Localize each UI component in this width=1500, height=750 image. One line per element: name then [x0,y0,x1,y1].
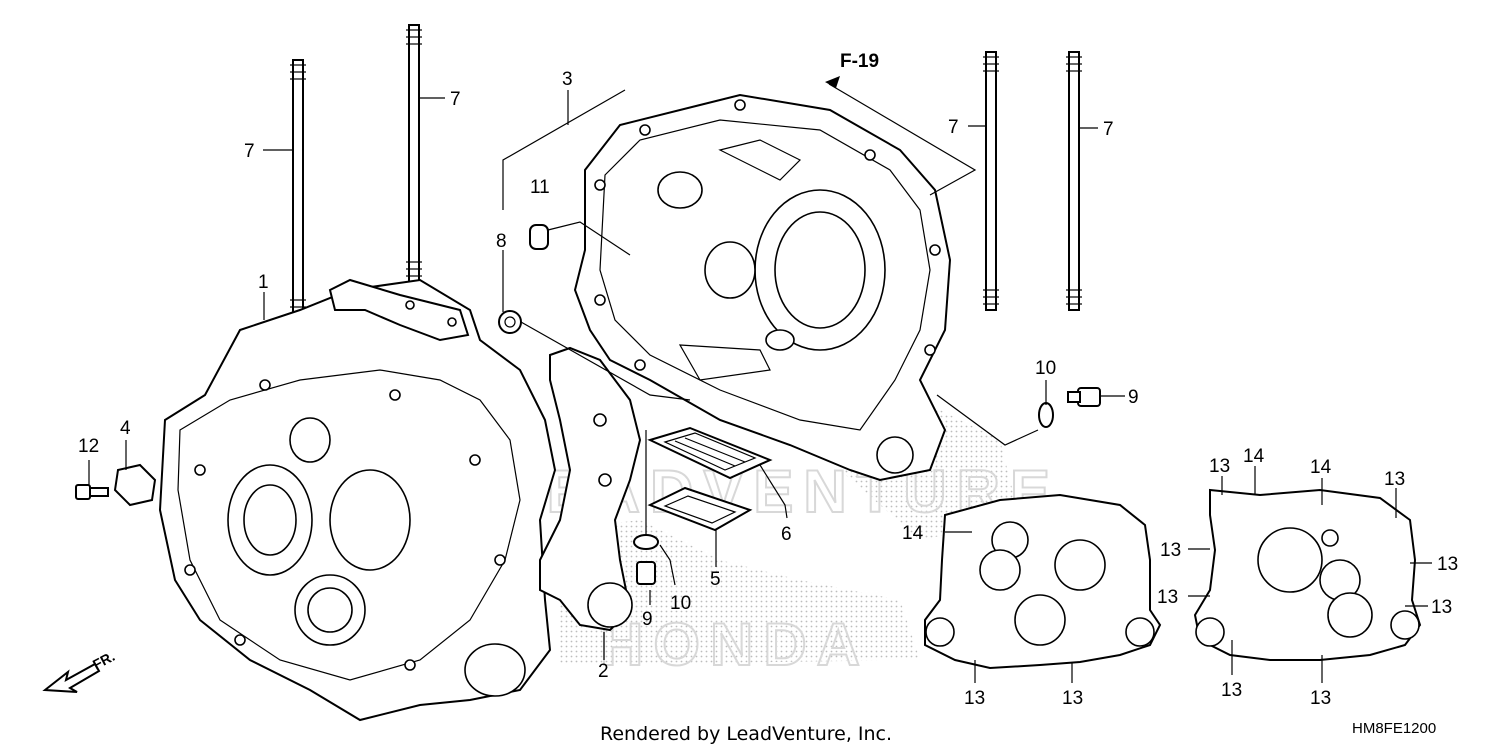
reference-arrow-icon [825,76,840,88]
callout-10-lower: 10 [670,593,691,614]
callout-7-right-b: 7 [1103,119,1114,140]
bracket-plate [328,278,470,342]
callout-13-g: 13 [1437,554,1458,575]
leader-lines [88,83,1432,683]
callout-11: 11 [530,177,550,198]
stud-bolt-7-left-b [406,24,422,284]
callout-13-f: 13 [1310,688,1331,709]
oil-seal-8 [498,310,522,334]
callout-13-a: 13 [964,688,985,709]
washer-10-lower [633,534,659,550]
dowel-pin-11 [529,224,549,250]
callout-1: 1 [258,272,269,293]
stud-bolt-7-right-b [1066,51,1082,311]
honda-watermark: HONDA [600,611,870,678]
callout-4: 4 [120,418,131,439]
callout-3: 3 [562,69,573,90]
cover-cap-4 [113,463,157,507]
callout-2: 2 [598,661,609,682]
callout-9-right: 9 [1128,387,1139,408]
callout-13-c: 13 [1160,540,1181,561]
callout-14-c: 14 [1310,457,1332,478]
reference-label: F-19 [840,51,879,72]
oil-strainer-plate-5 [647,486,753,532]
callout-12: 12 [78,436,99,457]
callout-10-right: 10 [1035,358,1056,379]
gasket-2 [539,346,642,632]
callout-5: 5 [710,569,721,590]
callout-14-b: 14 [1243,446,1265,467]
right-crankcase-3 [573,93,952,482]
callout-13-b: 13 [1062,688,1083,709]
callout-labels: 1 2 3 4 5 6 7 7 7 7 8 9 9 10 10 11 12 13… [78,69,1458,709]
callout-7-left-b: 7 [450,89,461,110]
oil-strainer-screen-6 [647,426,773,480]
callout-7-left-a: 7 [244,141,255,162]
callout-13-j: 13 [1384,469,1405,490]
callout-6: 6 [781,524,792,545]
bolt-12 [75,484,109,500]
callout-8: 8 [496,231,507,252]
gasket-lower-left [924,493,1162,670]
callout-7-right-a: 7 [948,117,959,138]
stud-bolt-7-left-a [290,59,306,321]
diagram-code: HM8FE1200 [1352,720,1436,737]
credit-text: Rendered by LeadVenture, Inc. [600,723,892,745]
drain-plug-9-lower [636,561,656,585]
washer-10-right [1038,402,1054,428]
callout-13-i: 13 [1209,456,1230,477]
left-crankcase-1 [158,278,557,722]
callout-9-lower: 9 [642,609,653,630]
gasket-lower-right [1193,488,1422,661]
callout-13-e: 13 [1221,680,1242,701]
drain-plug-9-right [1067,387,1101,407]
callout-14-a: 14 [902,523,924,544]
stud-bolt-7-right-a [983,51,999,311]
front-direction-arrow-icon [42,662,101,693]
callout-13-h: 13 [1431,597,1452,618]
callout-13-d: 13 [1157,587,1178,608]
